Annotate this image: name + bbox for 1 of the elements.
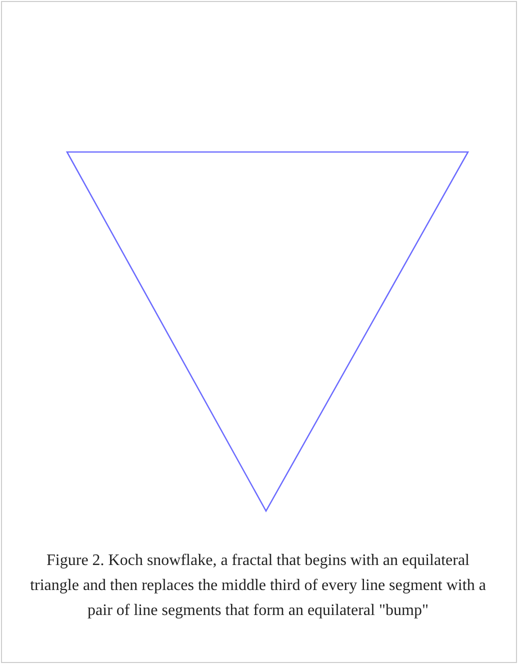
figure-caption: Figure 2. Koch snowflake, a fractal that begins with an equilateral triangle and then replaces the middle third of every line segment with a pair of line segments that form an equilateral "bump" [29, 551, 487, 621]
